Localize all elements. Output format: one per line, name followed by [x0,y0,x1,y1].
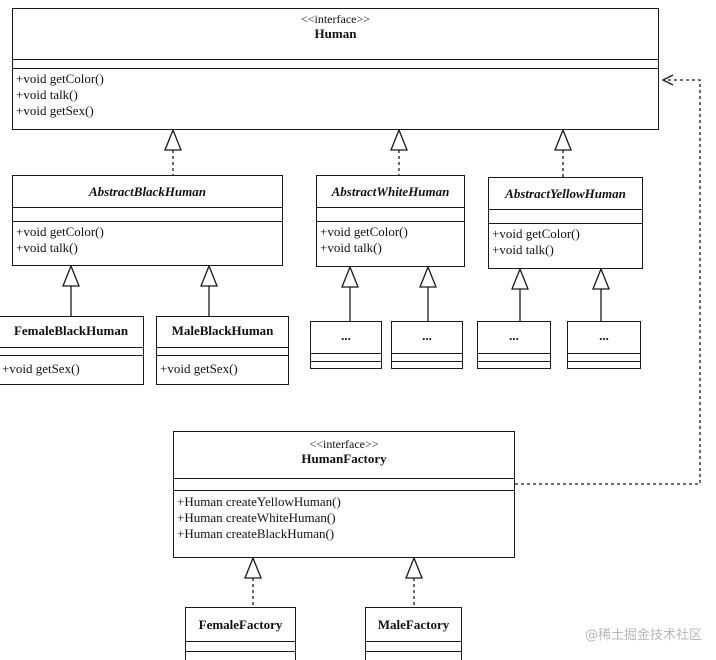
class-male-factory: MaleFactory [365,607,462,660]
class-header: FemaleBlackHuman [0,317,143,348]
operation-compartment: +void getColor() +void talk() +void getS… [13,69,658,119]
class-name: ... [599,328,609,343]
attribute-compartment [489,210,642,224]
attribute-compartment [13,208,282,222]
class-header: FemaleFactory [186,608,295,642]
class-placeholder: ... [391,321,463,369]
class-name: FemaleFactory [198,617,283,632]
class-name: ... [341,328,351,343]
operation-compartment: +void getColor() +void talk() [489,224,642,258]
class-header: ... [568,322,640,354]
operation: +void talk() [16,240,78,255]
class-name: AbstractWhiteHuman [331,184,450,199]
operation: +Human createYellowHuman() [177,494,341,509]
dependency-arrowhead [661,74,674,86]
class-header: ... [311,322,381,354]
class-name: MaleFactory [377,617,450,632]
class-name: AbstractYellowHuman [505,186,626,201]
class-human-factory: <<interface>> HumanFactory +Human create… [173,431,515,558]
class-header: AbstractWhiteHuman [317,176,464,208]
attribute-compartment [392,354,462,362]
operation: +void getSex() [2,361,80,376]
operation-compartment: +Human createYellowHuman() +Human create… [174,491,514,542]
class-header: MaleBlackHuman [157,317,288,348]
stereotype-label: <<interface>> [309,437,379,451]
class-placeholder: ... [310,321,382,369]
class-header: AbstractYellowHuman [489,178,642,210]
operation: +void talk() [320,240,382,255]
watermark-label: @稀土掘金技术社区 [584,628,702,643]
class-header: <<interface>> Human [13,9,658,60]
dependency-line [515,79,701,485]
class-abstract-black-human: AbstractBlackHuman +void getColor() +voi… [12,175,283,266]
operation: +void getSex() [160,361,238,376]
attribute-compartment [157,348,288,356]
attribute-compartment [13,60,658,69]
operation: +Human createWhiteHuman() [177,510,336,525]
operation: +void getSex() [16,103,94,118]
operation: +void getColor() [492,226,580,241]
operation: +Human createBlackHuman() [177,526,335,541]
operation: +void talk() [16,87,78,102]
attribute-compartment [186,642,295,652]
operation-compartment: +void getSex() [0,356,143,377]
inheritance-arrowhead-yellow-1 [511,267,529,290]
operation: +void talk() [492,242,554,257]
inheritance-arrowhead-male-black [200,264,218,287]
realization-arrowhead-female-factory [244,556,262,579]
class-header: ... [392,322,462,354]
inheritance-arrowhead-white-2 [419,265,437,288]
class-male-black-human: MaleBlackHuman +void getSex() [156,316,289,385]
class-name: MaleBlackHuman [171,323,274,338]
class-name: Human [314,26,357,41]
attribute-compartment [0,348,143,356]
attribute-compartment [311,354,381,362]
operation-compartment: +void getSex() [157,356,288,377]
operation: +void getColor() [16,71,104,86]
realization-arrowhead-white [390,128,408,151]
class-female-black-human: FemaleBlackHuman +void getSex() [0,316,144,385]
operation-compartment: +void getColor() +void talk() [13,222,282,256]
class-female-factory: FemaleFactory [185,607,296,660]
realization-arrowhead-yellow [554,128,572,151]
class-name: AbstractBlackHuman [88,184,207,199]
inheritance-arrowhead-white-1 [341,265,359,288]
attribute-compartment [174,479,514,491]
operation: +void getColor() [16,224,104,239]
class-header: MaleFactory [366,608,461,642]
attribute-compartment [478,354,550,362]
class-human: <<interface>> Human +void getColor() +vo… [12,8,659,130]
class-placeholder: ... [567,321,641,369]
inheritance-arrowhead-yellow-2 [592,267,610,290]
operation: +void getColor() [320,224,408,239]
operation-compartment: +void getColor() +void talk() [317,222,464,256]
class-abstract-yellow-human: AbstractYellowHuman +void getColor() +vo… [488,177,643,269]
class-name: FemaleBlackHuman [13,323,129,338]
class-header: ... [478,322,550,354]
class-abstract-white-human: AbstractWhiteHuman +void getColor() +voi… [316,175,465,267]
class-name: ... [509,328,519,343]
class-placeholder: ... [477,321,551,369]
class-name: ... [422,328,432,343]
class-name: HumanFactory [301,451,387,466]
realization-arrowhead-black [164,128,182,151]
attribute-compartment [317,208,464,222]
attribute-compartment [366,642,461,652]
class-header: AbstractBlackHuman [13,176,282,208]
stereotype-label: <<interface>> [300,12,371,26]
inheritance-arrowhead-female-black [62,264,80,287]
attribute-compartment [568,354,640,362]
class-header: <<interface>> HumanFactory [174,432,514,479]
realization-arrowhead-male-factory [405,556,423,579]
